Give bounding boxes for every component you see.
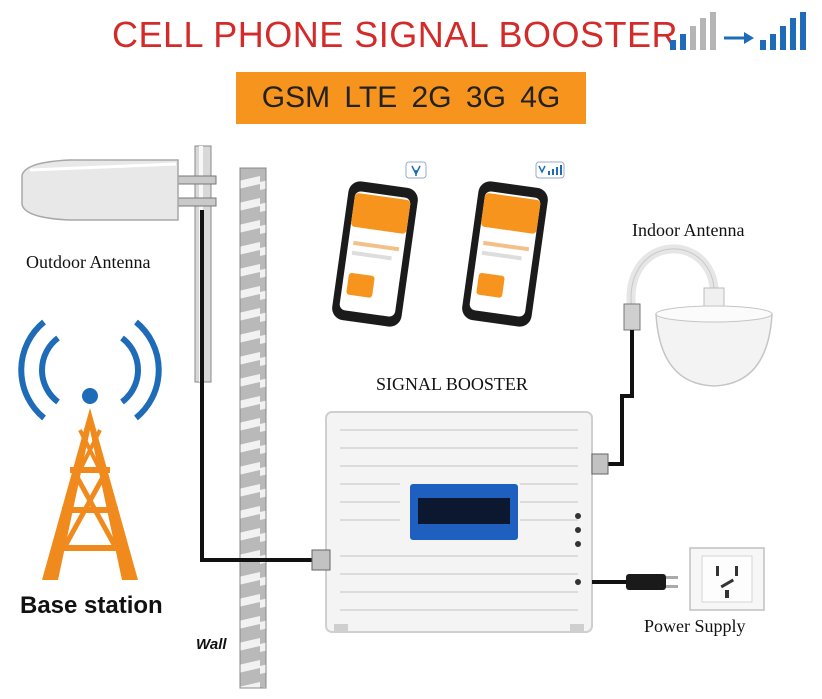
- indoor-cable: [596, 330, 634, 466]
- indicator-led-3: [575, 541, 581, 547]
- outdoor-port-connector: [311, 549, 331, 571]
- indoor-port-connector: [591, 453, 609, 475]
- indoor-antenna-label: Indoor Antenna: [632, 220, 745, 240]
- wall: [239, 167, 267, 689]
- outdoor-antenna-label: Outdoor Antenna: [26, 252, 151, 272]
- wall-socket-icon: [689, 547, 765, 611]
- outdoor-cable: [200, 210, 312, 562]
- outdoor-antenna-icon: [21, 159, 179, 221]
- network-bands-banner: GSM LTE 2G 3G 4G: [236, 72, 586, 124]
- arrow-right-icon: [724, 32, 754, 44]
- indoor-antenna-icon: [623, 244, 773, 387]
- strong-signal-bars-icon: [760, 12, 806, 50]
- power-plug-icon: [626, 574, 666, 590]
- power-supply-label: Power Supply: [644, 616, 746, 636]
- signal-upgrade-icon: [670, 12, 806, 50]
- signal-booster-device: [325, 411, 593, 633]
- smartphone-left-icon: [332, 181, 418, 327]
- wall-label: Wall: [196, 636, 227, 653]
- smartphone-right-strong-signal-icon: [535, 161, 565, 179]
- weak-signal-bars-icon: [670, 12, 716, 50]
- smartphone-right-icon: [462, 181, 548, 327]
- indicator-led-1: [575, 513, 581, 519]
- power-led: [575, 579, 581, 585]
- indicator-led-2: [575, 527, 581, 533]
- antenna-mast: [175, 145, 217, 383]
- lcd-screen: [418, 498, 510, 524]
- smartphone-left-weak-signal-icon: [405, 161, 427, 179]
- diagram-title: CELL PHONE SIGNAL BOOSTER: [112, 14, 678, 55]
- base-station-label: Base station: [20, 592, 163, 619]
- cell-tower-icon: [18, 319, 162, 580]
- signal-booster-label: SIGNAL BOOSTER: [376, 374, 528, 394]
